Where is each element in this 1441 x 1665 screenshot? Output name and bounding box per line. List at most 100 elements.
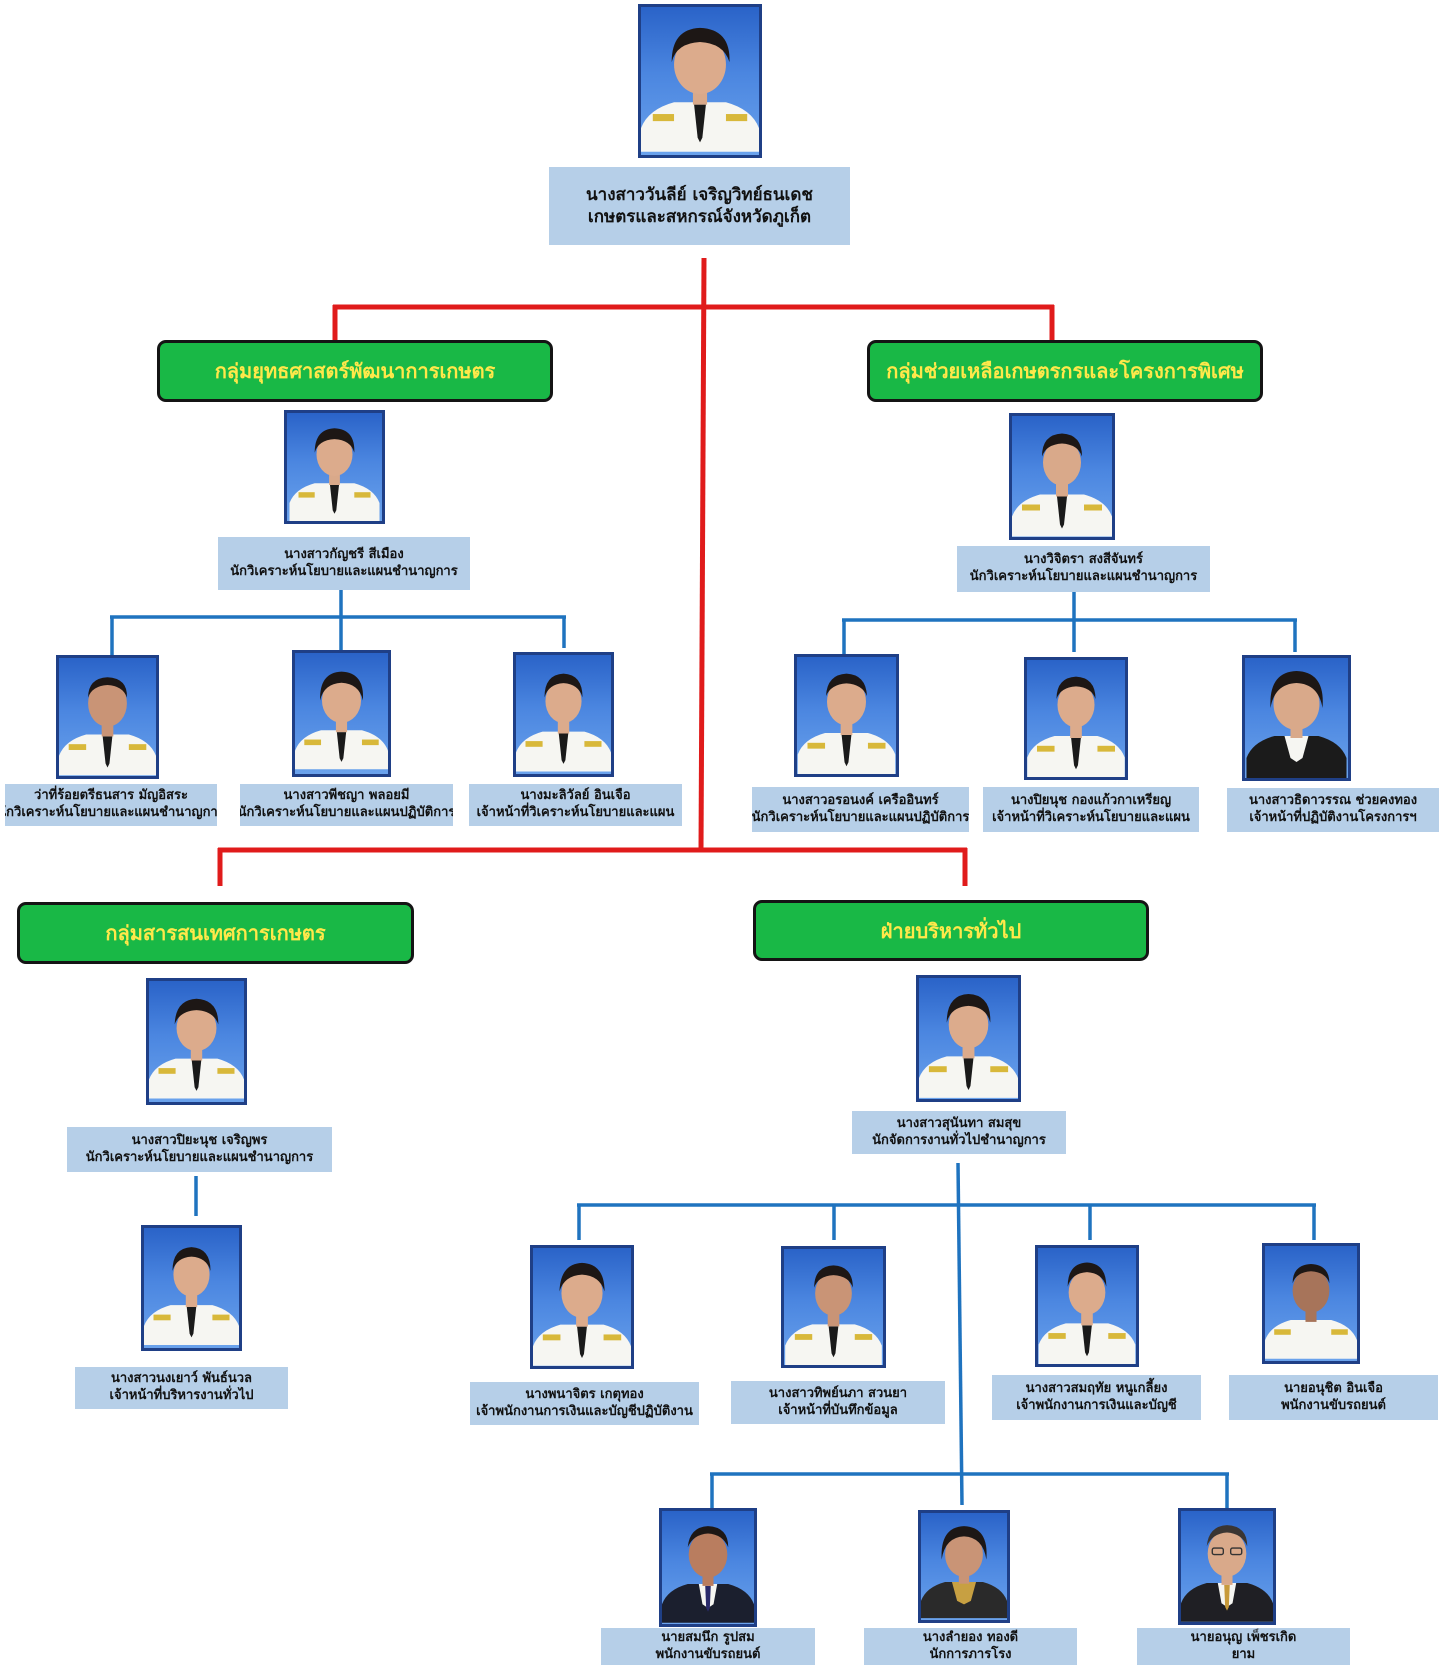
admin-leader-name: นางสาวสุนันทา สมสุข	[896, 1115, 1022, 1131]
information-leader-photo	[146, 978, 247, 1105]
strategy-leader-label: นางสาวกัญชรี สีเมือง นักวิเคราะห์นโยบายแ…	[218, 537, 470, 590]
person-silhouette-icon	[921, 1526, 1007, 1619]
admin-staff-1-name: นางพนาจิตร เกตุทอง	[525, 1386, 644, 1402]
strategy-staff-2-photo	[292, 650, 391, 777]
person-silhouette-icon	[797, 673, 896, 774]
person-silhouette-icon	[149, 998, 244, 1099]
person-silhouette-icon	[533, 1262, 631, 1366]
dept-assistance-name: กลุ่มช่วยเหลือเกษตรกรและโครงการพิเศษ	[886, 359, 1244, 383]
admin-leader-photo	[916, 975, 1021, 1102]
admin-staff-4-photo	[1262, 1243, 1360, 1364]
admin-staff-5-name: นายสมนึก รูปสม	[661, 1629, 755, 1645]
dept-admin-box: ฝ่ายบริหารทั่วไป	[753, 900, 1149, 961]
admin-staff-1-title: เจ้าพนักงานการเงินและบัญชีปฏิบัติงาน	[476, 1403, 693, 1419]
person-silhouette-icon	[59, 677, 156, 776]
admin-staff-7-photo	[1178, 1508, 1276, 1625]
assistance-leader-name: นางวิจิตรา สงสีจันทร์	[1024, 552, 1143, 568]
person-silhouette-icon	[1038, 1262, 1136, 1364]
red-trunk-lines	[217, 257, 1055, 886]
strategy-leader-name: นางสาวกัญชรี สีเมือง	[284, 546, 404, 562]
admin-staff-3-label: นางสาวสมฤทัย หนูเกลี้ยง เจ้าพนักงานการเง…	[992, 1375, 1201, 1420]
assistance-staff-1-label: นางสาวอรอนงค์ เครืออินทร์ นักวิเคราะห์นโ…	[752, 787, 969, 832]
admin-leader-label: นางสาวสุนันทา สมสุข นักจัดการงานทั่วไปชำ…	[852, 1111, 1066, 1154]
person-silhouette-icon	[1181, 1525, 1273, 1622]
admin-staff-5-title: พนักงานขับรถยนต์	[655, 1646, 761, 1662]
head-photo	[638, 4, 762, 158]
admin-staff-4-title: พนักงานขับรถยนต์	[1281, 1397, 1386, 1413]
admin-staff-3-photo	[1035, 1245, 1139, 1367]
person-silhouette-icon	[289, 428, 380, 521]
strategy-staff-2-label: นางสาวพีชญา พลอยมี นักวิเคราะห์นโยบายและ…	[240, 784, 453, 826]
person-silhouette-icon	[144, 1247, 239, 1345]
information-staff-1-photo	[141, 1225, 242, 1351]
admin-staff-6-name: นางลำยอง ทองดี	[922, 1629, 1019, 1645]
assistance-staff-3-label: นางสาวธิดาวรรณ ช่วยคงทอง เจ้าหน้าที่ปฏิบ…	[1227, 788, 1439, 832]
admin-staff-3-name: นางสาวสมฤทัย หนูเกลี้ยง	[1025, 1380, 1168, 1396]
information-staff-1-label: นางสาวนงเยาว์ พันธ์นวล เจ้าหน้าที่บริหาร…	[75, 1367, 288, 1409]
admin-leader-title: นักจัดการงานทั่วไปชำนาญการ	[872, 1132, 1046, 1148]
admin-staff-1-label: นางพนาจิตร เกตุทอง เจ้าพนักงานการเงินและ…	[470, 1382, 699, 1425]
person-silhouette-icon	[516, 673, 611, 772]
person-silhouette-icon	[295, 671, 388, 770]
blue-branch-lines	[110, 590, 1316, 1508]
assistance-staff-3-photo	[1242, 655, 1351, 781]
assistance-staff-2-label: นางปิยนุช กองแก้วกาเหรียญ เจ้าหน้าที่วิเ…	[983, 787, 1199, 832]
dept-strategy-name: กลุ่มยุทธศาสตร์พัฒนาการเกษตร	[214, 359, 496, 383]
information-leader-label: นางสาวปิยะนุช เจริญพร นักวิเคราะห์นโยบาย…	[67, 1127, 332, 1172]
admin-staff-1-photo	[530, 1245, 634, 1369]
strategy-staff-1-name: ว่าที่ร้อยตรีธนสาร มัญอิสระ	[34, 788, 188, 804]
admin-staff-4-name: นายอนุชิต อินเจือ	[1284, 1380, 1383, 1396]
person-silhouette-icon	[1246, 671, 1347, 778]
strategy-leader-title: นักวิเคราะห์นโยบายและแผนชำนาญการ	[230, 563, 458, 579]
person-silhouette-icon	[1012, 433, 1112, 537]
assistance-staff-2-name: นางปิยนุช กองแก้วกาเหรียญ	[1010, 792, 1172, 808]
assistance-leader-label: นางวิจิตรา สงสีจันทร์ นักวิเคราะห์นโยบาย…	[957, 546, 1210, 592]
head-title: เกษตรและสหกรณ์จังหวัดภูเก็ต	[587, 207, 812, 227]
assistance-leader-photo	[1009, 413, 1115, 540]
head-name: นางสาววันลีย์ เจริญวิทย์ธนเดช	[586, 184, 813, 205]
admin-staff-2-title: เจ้าหน้าที่บันทึกข้อมูล	[778, 1402, 898, 1418]
dept-information-name: กลุ่มสารสนเทศการเกษตร	[105, 921, 326, 945]
person-silhouette-icon	[785, 1265, 882, 1365]
strategy-staff-3-name: นางมะลิวัลย์ อินเจือ	[520, 788, 631, 804]
strategy-staff-2-title: นักวิเคราะห์นโยบายและแผนปฏิบัติการ	[240, 805, 453, 820]
information-staff-1-name: นางสาวนงเยาว์ พันธ์นวล	[110, 1371, 253, 1387]
person-silhouette-icon	[1027, 676, 1125, 777]
strategy-leader-photo	[284, 410, 385, 524]
admin-staff-2-label: นางสาวทิพย์นภา สวนยา เจ้าหน้าที่บันทึกข้…	[731, 1381, 945, 1424]
assistance-staff-3-name: นางสาวธิดาวรรณ ช่วยคงทอง	[1248, 793, 1418, 809]
strategy-staff-2-name: นางสาวพีชญา พลอยมี	[283, 788, 410, 804]
admin-staff-6-label: นางลำยอง ทองดี นักการภารโรง	[864, 1628, 1077, 1665]
assistance-staff-3-title: เจ้าหน้าที่ปฏิบัติงานโครงการฯ	[1249, 810, 1417, 825]
assistance-leader-title: นักวิเคราะห์นโยบายและแผนชำนาญการ	[969, 569, 1198, 584]
admin-staff-5-label: นายสมนึก รูปสม พนักงานขับรถยนต์	[601, 1628, 815, 1665]
assistance-staff-1-photo	[794, 654, 899, 777]
assistance-staff-2-photo	[1024, 657, 1128, 780]
admin-staff-5-photo	[659, 1508, 757, 1627]
admin-staff-7-name: นายอนุญ เพ็ชรเกิด	[1190, 1629, 1297, 1645]
admin-staff-6-photo	[918, 1510, 1010, 1623]
admin-staff-3-title: เจ้าพนักงานการเงินและบัญชี	[1016, 1397, 1177, 1413]
assistance-staff-1-name: นางสาวอรอนงค์ เครืออินทร์	[782, 792, 939, 808]
strategy-staff-3-photo	[513, 652, 614, 777]
admin-staff-6-title: นักการภารโรง	[929, 1646, 1012, 1662]
dept-information-box: กลุ่มสารสนเทศการเกษตร	[17, 902, 414, 964]
assistance-staff-1-title: นักวิเคราะห์นโยบายและแผนปฏิบัติการ	[752, 809, 969, 825]
strategy-staff-3-label: นางมะลิวัลย์ อินเจือ เจ้าหน้าที่วิเคราะห…	[469, 784, 682, 826]
information-leader-name: นางสาวปิยะนุช เจริญพร	[131, 1132, 268, 1148]
head-label: นางสาววันลีย์ เจริญวิทย์ธนเดช เกษตรและสห…	[549, 167, 850, 245]
strategy-staff-1-label: ว่าที่ร้อยตรีธนสาร มัญอิสระ นักวิเคราะห์…	[5, 784, 217, 826]
person-silhouette-icon	[641, 27, 759, 152]
strategy-staff-1-photo	[56, 655, 159, 779]
information-staff-1-title: เจ้าหน้าที่บริหารงานทั่วไป	[109, 1388, 254, 1403]
person-silhouette-icon	[919, 993, 1018, 1098]
dept-strategy-box: กลุ่มยุทธศาสตร์พัฒนาการเกษตร	[157, 340, 553, 402]
admin-staff-4-label: นายอนุชิต อินเจือ พนักงานขับรถยนต์	[1229, 1375, 1438, 1420]
admin-staff-2-name: นางสาวทิพย์นภา สวนยา	[768, 1385, 908, 1401]
person-silhouette-icon	[662, 1526, 754, 1623]
person-silhouette-icon	[1265, 1263, 1357, 1359]
dept-admin-name: ฝ่ายบริหารทั่วไป	[880, 918, 1022, 943]
strategy-staff-3-title: เจ้าหน้าที่วิเคราะห์นโยบายและแผน	[476, 805, 675, 820]
